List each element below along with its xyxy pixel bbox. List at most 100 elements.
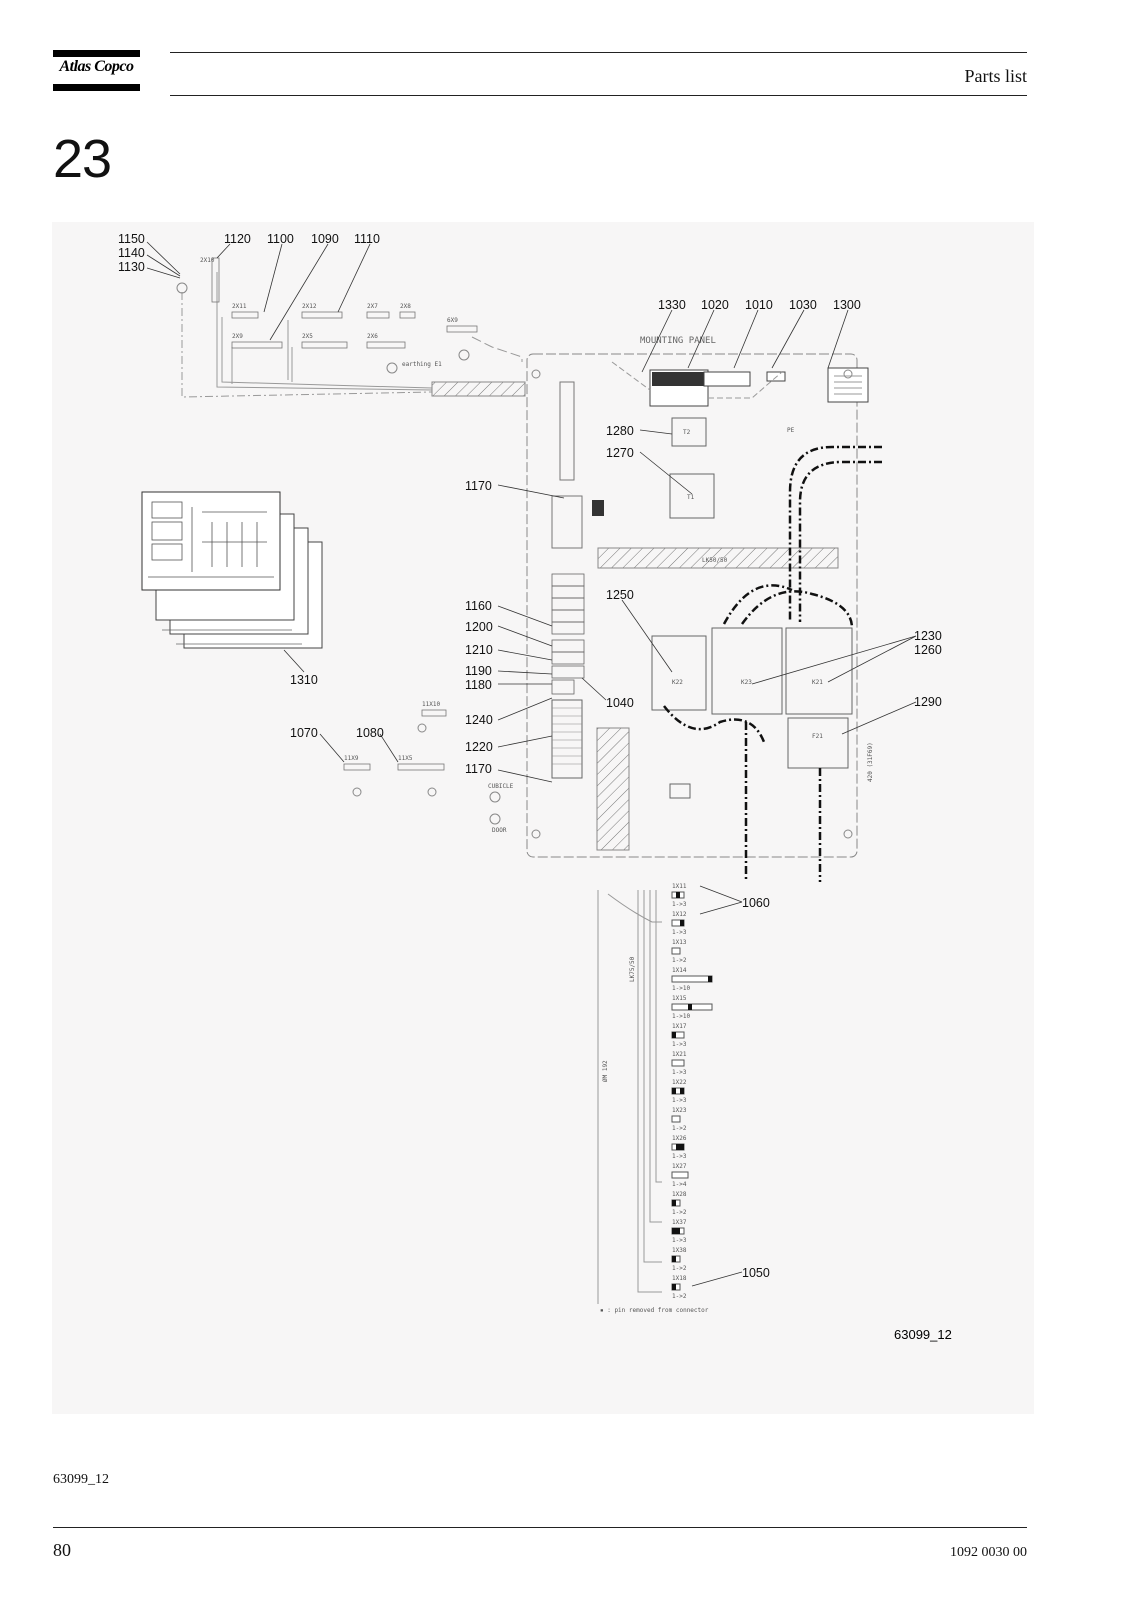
svg-text:1X13: 1X13 (672, 939, 687, 946)
svg-text:1->2: 1->2 (672, 1293, 687, 1300)
transformer-t1 (669, 473, 715, 519)
svg-text:1->3: 1->3 (672, 1069, 687, 1076)
footer-rule (53, 1527, 1027, 1528)
svg-text:T1: T1 (687, 494, 695, 501)
callout-1200: 1200 (465, 620, 493, 634)
contactor-k23 (711, 627, 783, 715)
side-note: 420 (31F69) (867, 742, 874, 782)
switch-s2 (176, 282, 188, 294)
svg-text:1X38: 1X38 (672, 1247, 687, 1254)
svg-text:1X14: 1X14 (672, 967, 687, 974)
callout-1290: 1290 (914, 695, 942, 709)
svg-text:2X6: 2X6 (367, 333, 378, 340)
relay-f21 (787, 717, 849, 769)
footer-figure-ref: 63099_12 (53, 1472, 109, 1487)
page-number: 80 (53, 1540, 71, 1560)
contactor-k22 (651, 635, 707, 711)
callout-1210: 1210 (465, 643, 493, 657)
svg-text:T2: T2 (683, 429, 691, 436)
logo-bar-top (53, 50, 140, 57)
callout-1180: 1180 (465, 678, 492, 692)
svg-text:2X9: 2X9 (232, 333, 243, 340)
callout-1130: 1130 (118, 260, 145, 274)
contactor-k21 (785, 627, 853, 715)
bottom-connector-list: 1X11 1->3 1X12 1->3 1X13 1->2 1X14 1->10… (671, 883, 713, 1300)
cable-duct (431, 381, 526, 397)
svg-text:1->2: 1->2 (672, 1209, 687, 1216)
callout-1030: 1030 (789, 298, 817, 312)
svg-text:1->10: 1->10 (672, 1013, 690, 1020)
earthing-label: earthing E1 (402, 361, 442, 368)
callout-1010: 1010 (745, 298, 773, 312)
header-rule-bottom (170, 95, 1027, 96)
parts-diagram: 2X10 2X11 2X12 2X7 2X8 2X9 2X5 2X6 6X9 e… (52, 222, 1034, 1414)
svg-text:1X26: 1X26 (672, 1135, 687, 1142)
svg-text:F21: F21 (812, 733, 823, 740)
document-number: 1092 0030 00 (950, 1545, 1027, 1560)
callout-1250: 1250 (606, 588, 634, 602)
transformer-t2 (671, 417, 707, 447)
callout-1270: 1270 (606, 446, 634, 460)
svg-text:1->3: 1->3 (672, 1041, 687, 1048)
svg-text:1X27: 1X27 (672, 1163, 687, 1170)
data-plate (827, 367, 869, 403)
rail-lk50 (597, 547, 839, 569)
svg-text:11X9: 11X9 (344, 755, 359, 762)
svg-text:2X5: 2X5 (302, 333, 313, 340)
callout-1330: 1330 (658, 298, 686, 312)
callout-1150: 1150 (118, 232, 145, 246)
svg-text:1->3: 1->3 (672, 1237, 687, 1244)
callout-1300: 1300 (833, 298, 861, 312)
callout-1090: 1090 (311, 232, 339, 246)
callout-1100: 1100 (267, 232, 294, 246)
callout-1120: 1120 (224, 232, 251, 246)
svg-text:1->3: 1->3 (672, 1097, 687, 1104)
callout-1310: 1310 (290, 673, 318, 687)
mounting-panel-label: MOUNTING PANEL (640, 336, 716, 346)
brand-logo: Atlas Copco (59, 58, 134, 75)
svg-text:11X10: 11X10 (422, 701, 440, 708)
diagram-svg: 2X10 2X11 2X12 2X7 2X8 2X9 2X5 2X6 6X9 e… (118, 232, 952, 1342)
figure-reference: 63099_12 (894, 1327, 952, 1342)
wiring-diagram-sheets (141, 491, 323, 649)
callout-1170-top: 1170 (465, 479, 492, 493)
svg-text:1->4: 1->4 (672, 1181, 687, 1188)
svg-text:2X10: 2X10 (200, 257, 215, 264)
callout-1110: 1110 (354, 232, 380, 246)
logo-bar-bottom (53, 84, 140, 91)
svg-text:1X11: 1X11 (672, 883, 687, 890)
callout-1020: 1020 (701, 298, 729, 312)
callout-1240: 1240 (465, 713, 493, 727)
callout-1060: 1060 (742, 896, 770, 910)
rail-label-top: LK50/50 (702, 557, 728, 564)
page-title: Parts list (964, 66, 1027, 86)
svg-text:1X17: 1X17 (672, 1023, 687, 1030)
svg-text:1->2: 1->2 (672, 1125, 687, 1132)
svg-text:1X21: 1X21 (672, 1051, 687, 1058)
callout-1040: 1040 (606, 696, 634, 710)
svg-text:1X15: 1X15 (672, 995, 687, 1002)
door-label: DOOR (492, 827, 507, 834)
svg-text:PE: PE (787, 427, 795, 434)
callout-1160: 1160 (465, 599, 492, 613)
callout-1230: 1230 (914, 629, 942, 643)
svg-text:2X8: 2X8 (400, 303, 411, 310)
callout-1050: 1050 (742, 1266, 770, 1280)
svg-text:K22: K22 (672, 679, 683, 686)
svg-text:1->2: 1->2 (672, 1265, 687, 1272)
svg-text:1X22: 1X22 (672, 1079, 687, 1086)
svg-text:6X9: 6X9 (447, 317, 458, 324)
section-number: 23 (53, 129, 112, 189)
svg-text:1->10: 1->10 (672, 985, 690, 992)
svg-text:1->2: 1->2 (672, 957, 687, 964)
rail-lk75 (596, 727, 630, 851)
svg-text:1X18: 1X18 (672, 1275, 687, 1282)
svg-text:2X7: 2X7 (367, 303, 378, 310)
svg-text:K21: K21 (812, 679, 823, 686)
callout-1190: 1190 (465, 664, 492, 678)
svg-text:ØM 192: ØM 192 (602, 1060, 609, 1082)
svg-text:K23: K23 (741, 679, 752, 686)
cubicle-label: CUBICLE (488, 783, 514, 790)
svg-text:1X37: 1X37 (672, 1219, 687, 1226)
callout-1070: 1070 (290, 726, 318, 740)
